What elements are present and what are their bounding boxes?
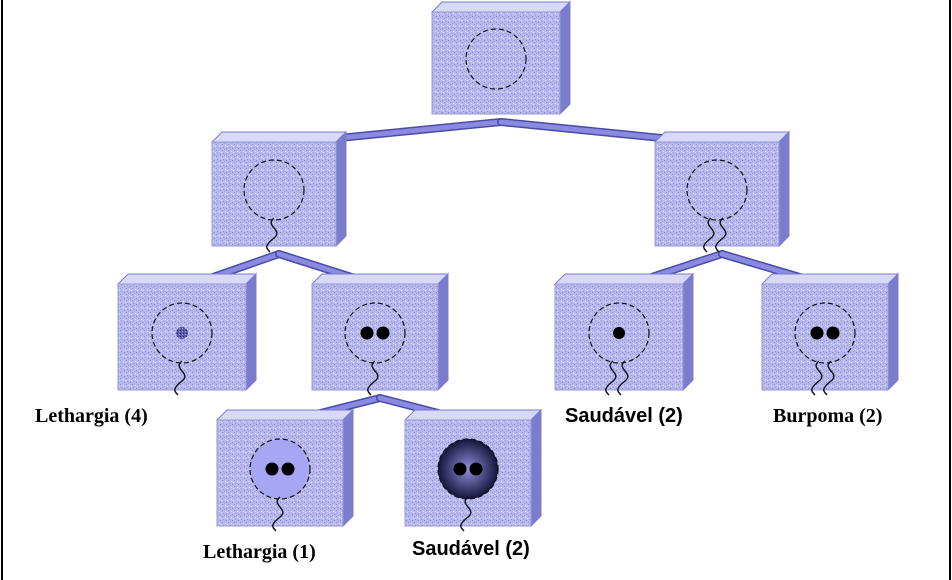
node-burpoma-2 (760, 272, 900, 396)
label-saudavel-2-bottom: Saudável (2) (412, 538, 530, 560)
label-burpoma-2: Burpoma (2) (773, 405, 883, 427)
flagellum-icon (811, 360, 823, 396)
flagellum-icon (460, 496, 472, 532)
flagellum-icon (715, 217, 727, 253)
node-saudavel-2-bottom (403, 408, 543, 532)
dot-icon (265, 462, 279, 476)
flagellum-icon (367, 360, 379, 396)
cell-circle (437, 438, 499, 500)
label-lethargia-4: Lethargia (4) (35, 405, 148, 427)
cell-circle (243, 159, 305, 221)
dot-icon (360, 326, 374, 340)
node-two-dot (310, 272, 450, 396)
flagellum-icon (266, 217, 278, 253)
cell-circle (344, 302, 406, 364)
node-saudavel-2-right (553, 272, 695, 396)
node-lethargia-1 (215, 408, 355, 532)
dot-icon (826, 326, 840, 340)
label-saudavel-2-right: Saudável (2) (565, 405, 683, 427)
flagellum-icon (823, 360, 835, 396)
flagellum-icon (605, 360, 617, 396)
cell-circle (588, 302, 650, 364)
cell-circle (686, 159, 748, 221)
node-lethargia-4 (116, 272, 258, 396)
node-root (430, 0, 572, 116)
dot-icon (453, 462, 467, 476)
dot-icon (810, 326, 824, 340)
dot-icon (176, 327, 188, 339)
cell-circle (794, 302, 856, 364)
node-right (653, 130, 791, 253)
dot-icon (376, 326, 390, 340)
label-lethargia-1: Lethargia (1) (203, 541, 316, 563)
nodes-layer (116, 0, 900, 532)
flagellum-icon (617, 360, 629, 396)
cell-circle (249, 438, 311, 500)
flagellum-icon (703, 217, 715, 253)
flagellum-icon (174, 360, 186, 396)
dot-icon (613, 327, 625, 339)
dot-icon (281, 462, 295, 476)
dot-icon (469, 462, 483, 476)
cell-circle (465, 28, 527, 90)
node-left (210, 130, 348, 253)
cell-circle (151, 302, 213, 364)
flagellum-icon (272, 496, 284, 532)
